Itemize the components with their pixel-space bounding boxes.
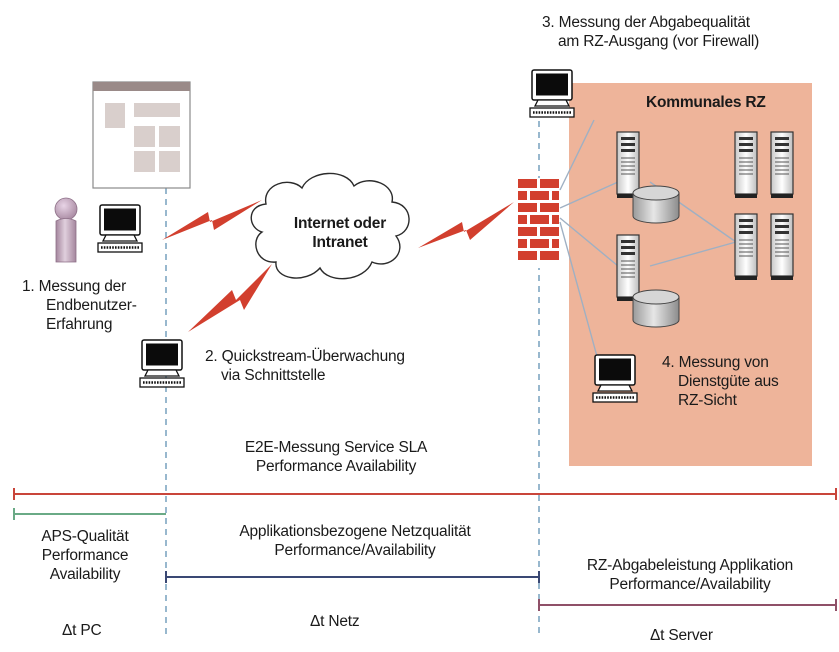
disk-icon	[632, 185, 680, 224]
disk-icon	[632, 289, 680, 328]
aps-line: Performance	[41, 547, 129, 564]
datacenter-title: Kommunales RZ	[646, 94, 766, 111]
quickstream-computer-icon	[138, 338, 186, 389]
step4-line: 4. Messung von	[662, 354, 769, 371]
step2-line: via Schnittstelle	[221, 367, 326, 384]
step1-line: Erfahrung	[46, 316, 113, 333]
aps-span-line	[13, 508, 166, 520]
step4-line: RZ-Sicht	[678, 392, 737, 409]
aps-label: APS-Qualität Performance Availability	[10, 527, 160, 584]
step1-line: 1. Messung der	[22, 278, 127, 295]
server-icon	[770, 131, 794, 199]
browser-window-icon	[92, 81, 191, 189]
step2-label: 2. Quickstream-Überwachung via Schnittst…	[205, 347, 405, 385]
firewall-icon	[517, 178, 559, 268]
cloud-line: Intranet	[312, 234, 368, 251]
e2e-line: E2E-Messung Service SLA	[244, 439, 428, 456]
step3-label: 3. Messung der Abgabequalität am RZ-Ausg…	[542, 13, 759, 51]
rz-span-line	[538, 599, 837, 611]
cloud-label: Internet oder Intranet	[280, 214, 400, 252]
server-icon	[770, 213, 794, 281]
netz-line: Performance/Availability	[274, 542, 436, 559]
delta-pc-label: Δt PC	[62, 622, 102, 639]
rz-line: RZ-Abgabeleistung Applikation	[586, 557, 794, 574]
user-icon	[54, 197, 78, 263]
delta-netz-label: Δt Netz	[310, 613, 360, 630]
step1-label: 1. Messung der Endbenutzer- Erfahrung	[22, 277, 137, 334]
step3-line: 3. Messung der Abgabequalität	[542, 14, 750, 31]
cloud-icon	[250, 172, 410, 280]
aps-line: APS-Qualität	[41, 528, 129, 545]
step1-line: Endbenutzer-	[46, 297, 137, 314]
lightning-icon	[162, 200, 514, 332]
step4-line: Dienstgüte aus	[678, 373, 779, 390]
server-icon	[616, 131, 640, 199]
step4-label: 4. Messung von Dienstgüte aus RZ-Sicht	[662, 353, 779, 410]
server-icon	[734, 131, 758, 199]
netz-span-line	[165, 571, 540, 583]
step2-line: 2. Quickstream-Überwachung	[205, 348, 405, 365]
cloud-line: Internet oder	[293, 215, 387, 232]
aps-line: Availability	[49, 566, 121, 583]
step3-line: am RZ-Ausgang (vor Firewall)	[558, 33, 760, 50]
user-computer-icon	[96, 203, 144, 254]
rz-internal-computer-icon	[591, 353, 639, 404]
e2e-line: Performance Availability	[255, 458, 417, 475]
e2e-label: E2E-Messung Service SLA Performance Avai…	[206, 438, 466, 476]
netz-label: Applikationsbezogene Netzqualität Perfor…	[200, 522, 510, 560]
netz-line: Applikationsbezogene Netzqualität	[239, 523, 471, 540]
server-icon	[734, 213, 758, 281]
rz-line: Performance/Availability	[609, 576, 771, 593]
server-icon	[616, 234, 640, 302]
delta-server-label: Δt Server	[650, 627, 713, 644]
rz-exit-computer-icon	[528, 68, 576, 119]
rz-label: RZ-Abgabeleistung Applikation Performanc…	[552, 556, 828, 594]
e2e-span-line	[13, 488, 837, 500]
